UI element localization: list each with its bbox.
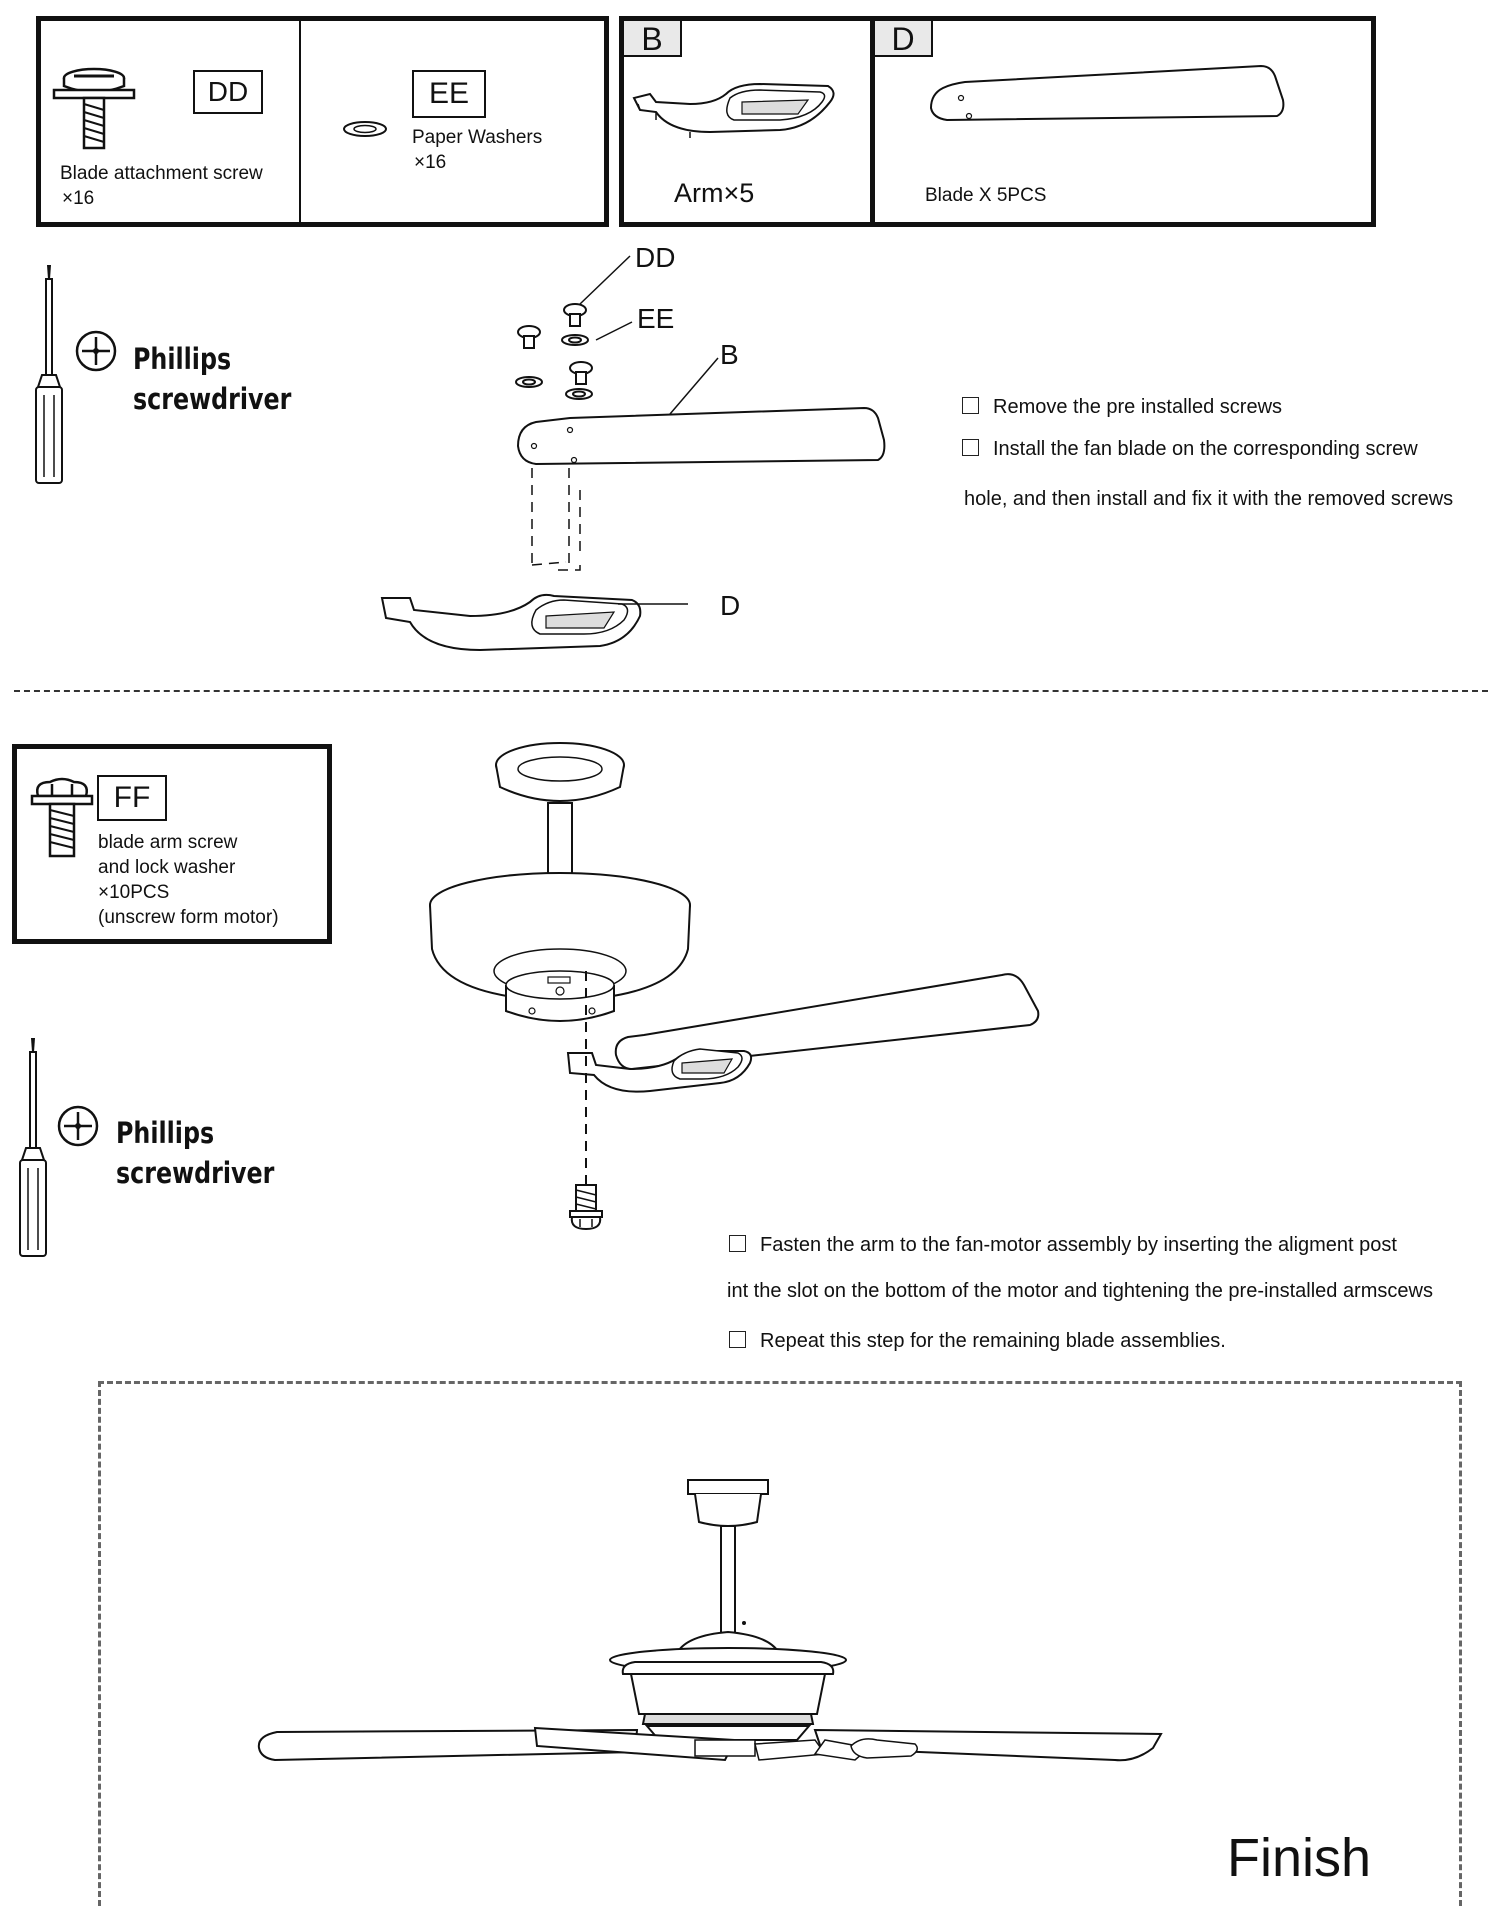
tool-label-line1: Phillips (116, 1116, 215, 1150)
phillips-head-icon (75, 330, 117, 372)
checkbox-icon (962, 397, 979, 414)
step2-instruction-1-text: Fasten the arm to the fan-motor assembly… (760, 1234, 1397, 1256)
parts-box-hardware (36, 16, 609, 227)
components-divider (870, 20, 875, 223)
step1-instruction-1-text: Remove the pre installed screws (993, 396, 1283, 418)
ff-code-box: FF (97, 775, 167, 821)
checkbox-icon (962, 439, 979, 456)
parts-box-components (619, 16, 1376, 227)
tool-label-line2: screwdriver (116, 1156, 275, 1190)
ff-label-line4: (unscrew form motor) (98, 907, 279, 928)
tool-label-line2: screwdriver (133, 382, 292, 416)
ff-label-line1: blade arm screw (98, 832, 238, 853)
checkbox-icon (729, 1235, 746, 1252)
ee-label-line2: ×16 (414, 152, 447, 173)
dd-code: DD (207, 76, 249, 107)
callout-ee: EE (637, 303, 675, 334)
callout-b: B (720, 339, 739, 370)
checkbox-icon (729, 1331, 746, 1348)
arm-label: Arm×5 (674, 178, 755, 208)
finish-frame (98, 1381, 1462, 1906)
ff-code: FF (113, 781, 151, 814)
finish-label: Finish (1227, 1828, 1372, 1888)
step2-instruction-2-text: Repeat this step for the remaining blade… (760, 1330, 1226, 1352)
tool-label-step2: Phillips screwdriver (116, 1113, 274, 1193)
step2-instruction-2: Repeat this step for the remaining blade… (729, 1330, 1226, 1353)
arm-tag-letter: B (641, 21, 663, 57)
step1-instruction-2: Install the fan blade on the correspondi… (962, 438, 1418, 461)
arm-tag: B (624, 21, 682, 57)
parts-box-divider (299, 20, 301, 223)
dd-label-line1: Blade attachment screw (60, 163, 263, 184)
phillips-head-icon (57, 1105, 99, 1147)
blade-tag-letter: D (891, 21, 915, 57)
step1-instruction-2-text: Install the fan blade on the correspondi… (993, 438, 1418, 460)
blade-arm-illustration (632, 82, 835, 138)
dd-code-box: DD (193, 70, 263, 114)
finished-ceiling-fan-illustration (257, 1479, 1163, 1762)
ee-code-box: EE (412, 70, 486, 118)
step2-motor-assembly-diagram (429, 742, 1040, 1231)
blade-attachment-screw-icon (52, 67, 136, 150)
ff-label-line3: ×10PCS (98, 882, 170, 903)
step1-instruction-1: Remove the pre installed screws (962, 396, 1282, 419)
tool-label-step1: Phillips screwdriver (133, 339, 291, 419)
ee-label-line1: Paper Washers (412, 127, 543, 148)
step2-instruction-1: Fasten the arm to the fan-motor assembly… (729, 1234, 1397, 1257)
blade-label: Blade X 5PCS (925, 185, 1047, 206)
ff-parts-box (12, 744, 332, 944)
ff-label-line2: and lock washer (98, 857, 236, 878)
section-divider (14, 690, 1488, 692)
paper-washer-icon (343, 121, 387, 137)
blade-arm-screw-icon (30, 777, 94, 858)
ee-code: EE (428, 77, 470, 110)
step1-instruction-2-continued: hole, and then install and fix it with t… (964, 488, 1454, 510)
fan-blade-illustration (929, 64, 1285, 122)
dd-label-line2: ×16 (62, 188, 95, 209)
callout-dd: DD (635, 242, 676, 273)
callout-d: D (720, 590, 741, 621)
blade-tag: D (875, 21, 933, 57)
step2-instruction-1-continued: int the slot on the bottom of the motor … (727, 1280, 1433, 1302)
screwdriver-icon (19, 1038, 47, 1257)
tool-label-line1: Phillips (133, 342, 232, 376)
step1-blade-assembly-diagram (380, 255, 886, 652)
screwdriver-icon (35, 265, 63, 484)
